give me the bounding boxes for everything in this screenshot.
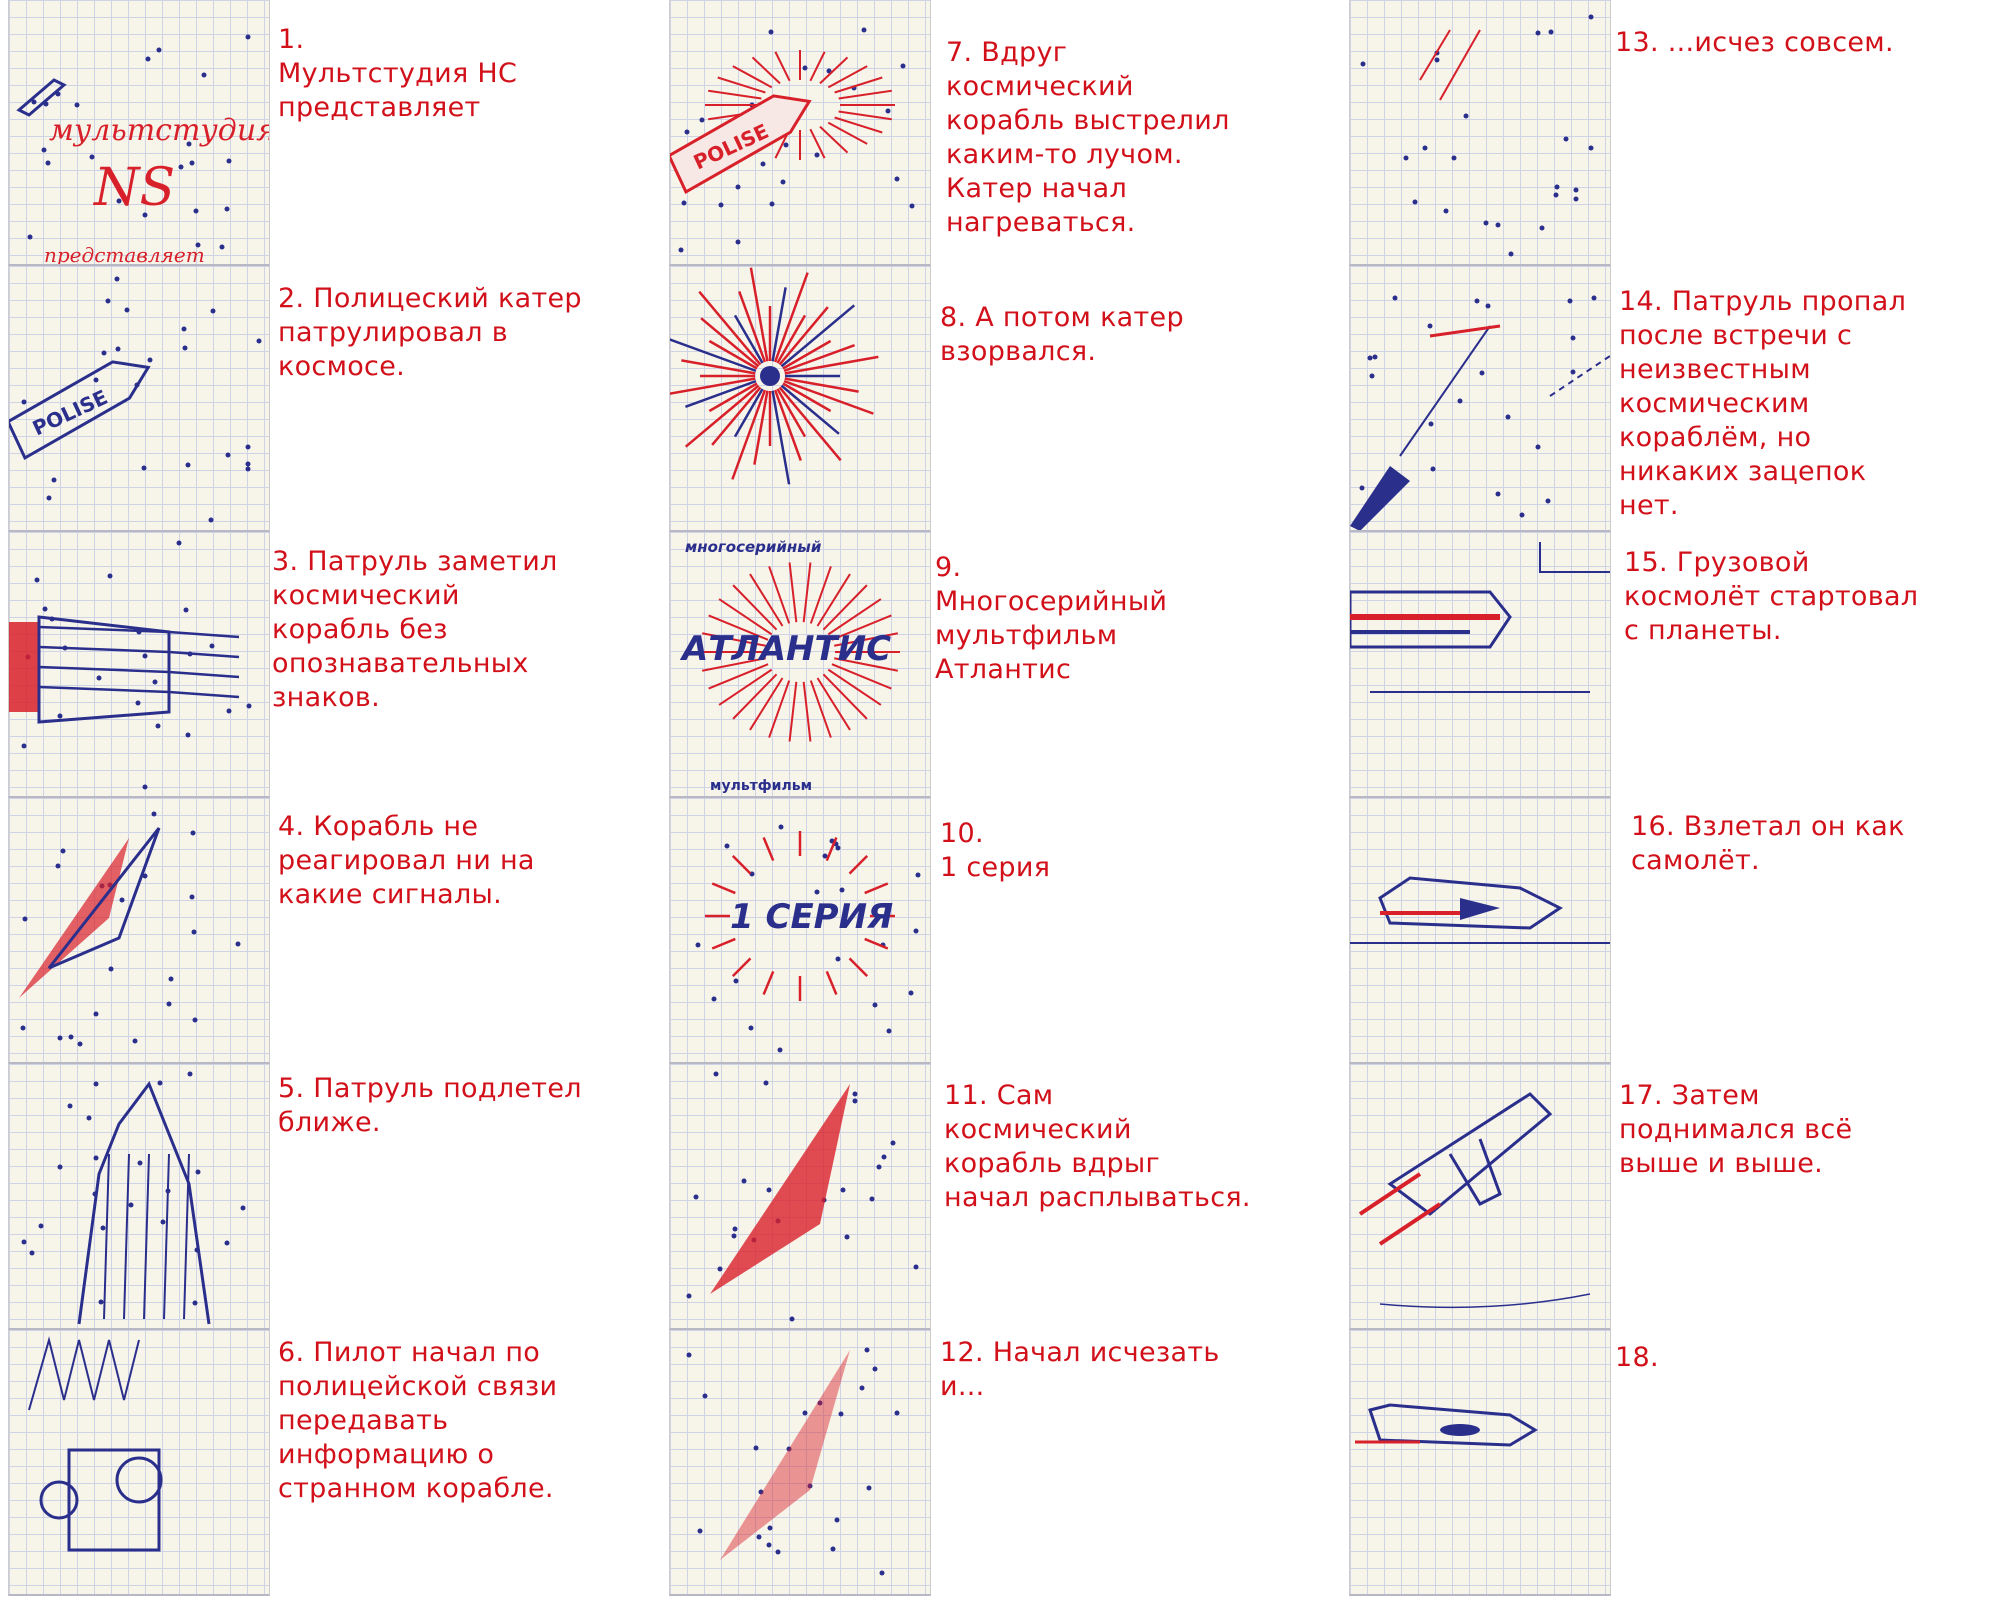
sketch-cargo: [1350, 542, 1610, 693]
panel-caption-3: 3. Патруль заметил космический корабль б…: [272, 546, 558, 713]
sketch-title: мультстудия NS представляет: [16, 34, 270, 266]
lettering: NS: [92, 158, 175, 218]
panel-drawing-4: [8, 798, 270, 1064]
panel-caption-18: 18.: [1615, 1342, 1659, 1373]
panel-drawing-13: [1349, 0, 1611, 266]
panel-caption-11: 11. Сам космический корабль вдрыг начал …: [944, 1080, 1251, 1213]
sketch-small: [1355, 1403, 1538, 1447]
storyboard-strip-3: [1349, 0, 1611, 1602]
sketch-blur: [686, 1071, 919, 1322]
panel-caption-12: 12. Начал исчезать и...: [940, 1337, 1220, 1402]
sketch-radio: [28, 1336, 163, 1552]
panel-caption-14: 14. Патруль пропал после встречи с неизв…: [1619, 286, 1907, 521]
lettering: представляет: [44, 243, 205, 266]
panel-caption-15: 15. Грузовой космолёт стартовал с планет…: [1624, 547, 1919, 646]
panel-drawing-6: [8, 1330, 270, 1596]
sketch-heat: POLISE: [670, 27, 915, 253]
panel-caption-6: 6. Пилот начал по полицейской связи пере…: [278, 1337, 558, 1504]
panel-caption-7: 7. Вдруг космический корабль выстрелил к…: [946, 37, 1230, 238]
sketch-ship: [9, 540, 252, 790]
lettering: многосерийный: [685, 538, 822, 556]
panel-caption-1: 1. Мультстудия НС представляет: [278, 24, 518, 123]
storyboard-strip-1: мультстудия NS представляет POLISE: [8, 0, 270, 1602]
panel-drawing-10: 1 СЕРИЯ: [669, 798, 931, 1064]
panel-drawing-14: [1349, 266, 1611, 532]
panel-drawing-11: [669, 1064, 931, 1330]
panel-caption-8: 8. А потом катер взорвался.: [940, 302, 1184, 367]
sketch-fade: [686, 1347, 900, 1576]
sketch-rocket: [19, 811, 241, 1047]
lettering: мультстудия: [49, 113, 270, 148]
panel-drawing-15: [1349, 532, 1611, 798]
panel-drawing-2: POLISE: [8, 266, 270, 532]
panel-caption-5: 5. Патруль подлетел ближе.: [278, 1073, 582, 1138]
lettering: мультфильм: [710, 778, 812, 794]
panel-drawing-18: [1349, 1330, 1611, 1596]
panel-caption-17: 17. Затем поднимался всё выше и выше.: [1619, 1080, 1853, 1179]
panel-drawing-7: POLISE: [669, 0, 931, 266]
panel-caption-16: 16. Взлетал он как самолёт.: [1631, 811, 1905, 876]
sketch-climb: [1358, 1092, 1591, 1309]
panel-drawing-17: [1349, 1064, 1611, 1330]
sketch-atlantis: многосерийный АТЛАНТИС мультфильм: [679, 538, 900, 794]
sketch-police: POLISE: [9, 276, 262, 523]
panel-caption-13: 13. ...исчез совсем.: [1615, 27, 1894, 58]
panel-drawing-8: [669, 266, 931, 532]
panel-drawing-5: [8, 1064, 270, 1330]
panel-drawing-16: [1349, 798, 1611, 1064]
panel-drawing-3: [8, 532, 270, 798]
panel-drawing-9: многосерийный АТЛАНТИС мультфильм: [669, 532, 931, 798]
sketch-tower: [21, 1071, 246, 1325]
sketch-gone: [1360, 14, 1594, 257]
panel-drawing-12: [669, 1330, 931, 1596]
lettering: АТЛАНТИС: [679, 629, 891, 669]
sketch-plane: [1350, 876, 1610, 944]
panel-caption-9: 9. Многосерийный мультфильм Атлантис: [935, 552, 1168, 685]
sketch-lost: [1350, 295, 1610, 530]
panel-caption-4: 4. Корабль не реагировал ни на какие сиг…: [278, 811, 535, 910]
lettering: 1 СЕРИЯ: [730, 897, 893, 937]
panel-caption-10: 10. 1 серия: [940, 818, 1051, 883]
storyboard-strip-2: POLISE многосерийный АТЛАНТИС мультфильм 1…: [669, 0, 931, 1602]
panel-caption-2: 2. Полицеский катер патрулировал в космо…: [278, 283, 582, 382]
panel-drawing-1: мультстудия NS представляет: [8, 0, 270, 266]
sketch-explosion: [670, 267, 879, 485]
sketch-episode: 1 СЕРИЯ: [695, 824, 921, 1053]
